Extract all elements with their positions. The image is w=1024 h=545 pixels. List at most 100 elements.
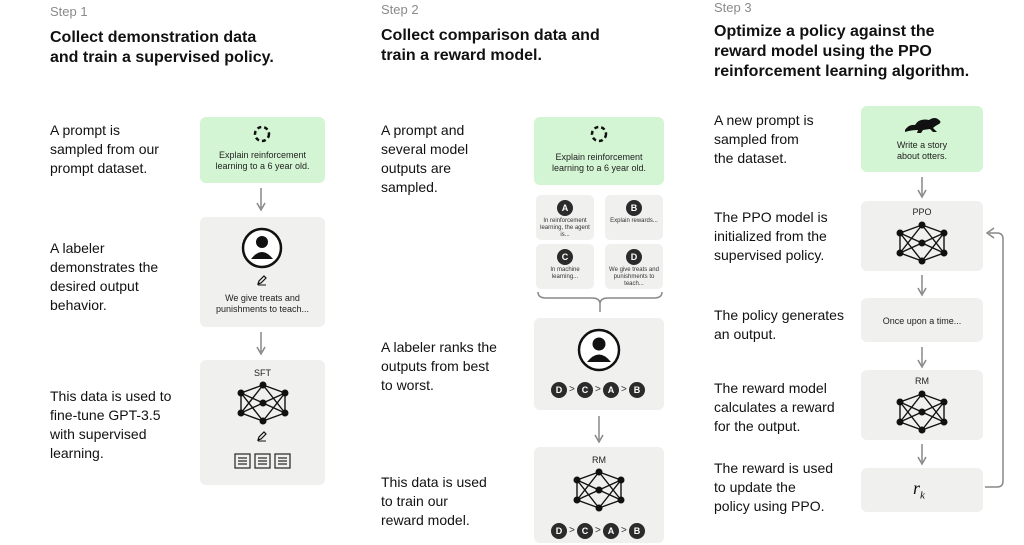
nn-node [237, 389, 245, 397]
nn-node [918, 408, 926, 416]
nn-node [896, 398, 904, 406]
output-text: Explain rewards... [610, 218, 658, 224]
output-card-d: D We give treats and punishments to teac… [605, 244, 663, 289]
output-text: We give treats and punishments to teach.… [609, 267, 659, 287]
labeler-avatar-icon [577, 328, 621, 372]
arrow-down-icon [917, 177, 927, 199]
sft-label: SFT [254, 368, 271, 378]
nn-node [940, 418, 948, 426]
arrow-down-icon [917, 444, 927, 466]
output-card-b: B Explain rewards... [605, 195, 663, 240]
nn-node [918, 390, 926, 398]
rank-badge: B [629, 523, 645, 539]
bracket-icon [537, 291, 663, 312]
nn-node [281, 409, 289, 417]
nn-node [259, 381, 267, 389]
output-card-a: A In reinforcement learning, the agent i… [536, 195, 594, 240]
arrow-down-icon [256, 188, 266, 212]
nn-node [573, 496, 581, 504]
rank-badge: D [551, 523, 567, 539]
neural-network-icon [896, 221, 948, 265]
step-3-rm-card: RM [861, 370, 983, 440]
otter-icon [905, 118, 941, 133]
rank-separator: > [569, 525, 575, 536]
arrow-down-icon [917, 347, 927, 369]
rank-separator: > [595, 525, 601, 536]
rank-badge: C [577, 382, 593, 398]
rank-badge: B [629, 382, 645, 398]
ranking-row: D > C > A > B [551, 523, 651, 539]
ranking-row: D > C > A > B [551, 382, 651, 398]
neural-network-icon [237, 381, 289, 425]
output-text: Once upon a time... [882, 316, 962, 326]
output-badge: C [557, 249, 573, 265]
pencil-icon [257, 431, 267, 442]
nn-node [918, 239, 926, 247]
ppo-label: PPO [912, 207, 932, 217]
step-3-title-line-3: reinforcement learning algorithm. [714, 63, 970, 80]
documents-icon [234, 453, 291, 469]
nn-node [573, 476, 581, 484]
reward-symbol: rk [913, 478, 925, 502]
neural-network-icon [896, 390, 948, 434]
step-3-output-card: Once upon a time... [861, 298, 983, 342]
nn-node [595, 468, 603, 476]
output-card-c: C In machine learning... [536, 244, 594, 289]
step-1-title-line-2: and train a supervised policy. [50, 49, 274, 66]
step-3-ppo-card: PPO [861, 201, 983, 271]
nn-node [595, 504, 603, 512]
rm-label: RM [915, 376, 929, 386]
arrow-down-icon [917, 275, 927, 297]
nn-node [918, 426, 926, 434]
nn-node [281, 389, 289, 397]
step-1-sft-card: SFT [200, 360, 325, 485]
step-3-title-line-2: reward model using the PPO [714, 43, 932, 60]
feedback-loop-arrow [985, 227, 1004, 488]
nn-node [595, 486, 603, 494]
step-2-rm-card: RM D > C > A > B [534, 447, 664, 543]
step-2-title-line-2: train a reward model. [381, 47, 542, 64]
nn-node [940, 229, 948, 237]
nn-node [940, 398, 948, 406]
output-text: In reinforcement learning, the agent is.… [540, 218, 590, 238]
nn-node [617, 496, 625, 504]
step-1-title-line-1: Collect demonstration data [50, 29, 257, 46]
rank-badge: D [551, 382, 567, 398]
prompt-icon [253, 125, 271, 143]
arrow-down-icon [256, 332, 266, 356]
nn-node [259, 399, 267, 407]
nn-node [617, 476, 625, 484]
rank-separator: > [569, 384, 575, 395]
step-2-ranking-card: D > C > A > B [534, 318, 664, 410]
rank-badge: C [577, 523, 593, 539]
rank-separator: > [621, 384, 627, 395]
nn-node [896, 249, 904, 257]
nn-node [918, 257, 926, 265]
rank-separator: > [621, 525, 627, 536]
rank-badge: A [603, 382, 619, 398]
step-1-label: Step 1 [50, 4, 88, 19]
nn-node [259, 417, 267, 425]
nn-node [940, 249, 948, 257]
labeler-avatar-icon [241, 227, 283, 269]
step-3-title-line-1: Optimize a policy against the [714, 23, 935, 40]
neural-network-icon [573, 468, 625, 512]
rank-badge: A [603, 523, 619, 539]
